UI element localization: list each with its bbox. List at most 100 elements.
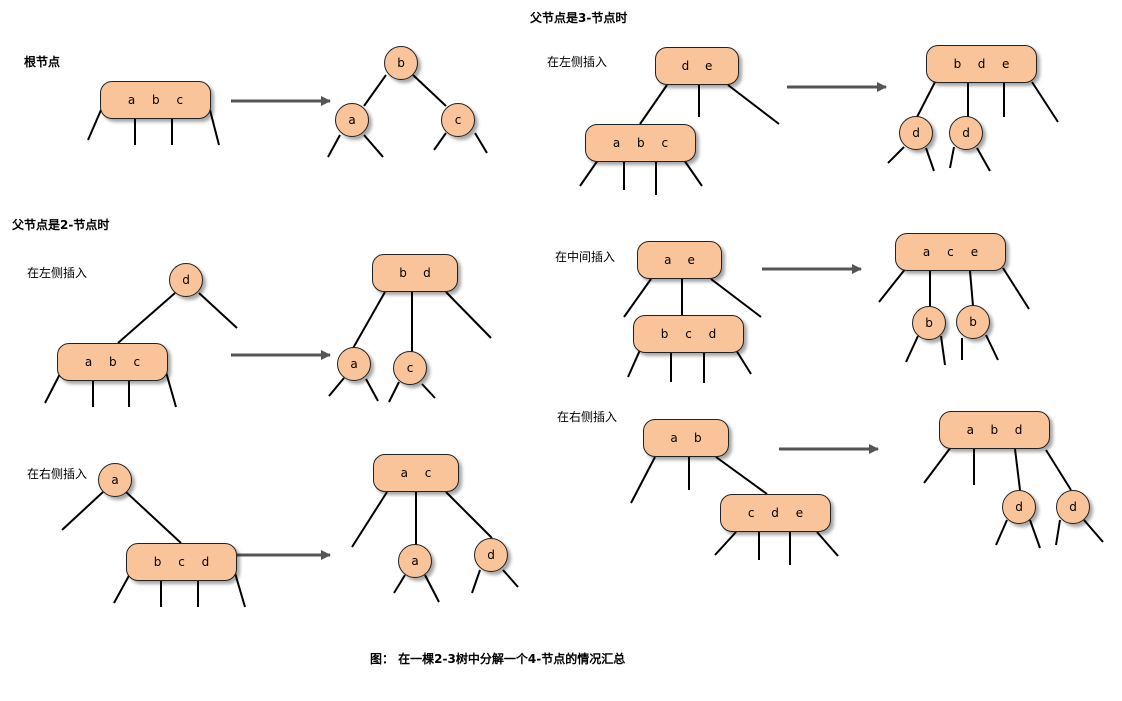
p3-right-after-child1-node: d [1002, 490, 1036, 524]
node-key: b [397, 56, 405, 70]
tree-edge [61, 491, 104, 531]
node-key: e [704, 59, 713, 73]
tree-edge [727, 84, 780, 125]
tree-edge [327, 134, 341, 158]
p3-right-child-node: c d e [720, 494, 831, 532]
label-insert-left-3: 在左侧插入 [547, 55, 608, 69]
tree-edge [351, 291, 386, 351]
figure-caption: 图： 在一棵2-3树中分解一个4-节点的情况汇总 [370, 652, 626, 666]
tree-edge [949, 146, 955, 169]
node-key: b [969, 315, 977, 329]
node-key: c [661, 136, 669, 150]
p2-right-after-right-node: d [474, 538, 508, 572]
node-key: a [922, 245, 931, 259]
tree-edge [393, 574, 406, 594]
tree-edge [328, 377, 345, 397]
tree-edge [471, 569, 481, 594]
node-key: c [454, 113, 462, 127]
tree-edge [1083, 519, 1104, 543]
node-key: d [912, 126, 920, 140]
node-key: a [400, 466, 409, 480]
node-key: c [178, 555, 185, 569]
node-key: a [84, 355, 93, 369]
tree-edge [209, 109, 220, 146]
node-key: d [771, 506, 779, 520]
tree-edge [363, 134, 384, 158]
tree-edge [905, 335, 919, 363]
tree-edge [1014, 448, 1021, 491]
node-key: c [133, 355, 141, 369]
node-key: b [953, 57, 962, 71]
tree-edge [887, 146, 905, 164]
node-key: c [747, 506, 755, 520]
p2-left-child-node: a b c [57, 343, 168, 381]
tree-edge [412, 74, 447, 107]
tree-edge [714, 531, 737, 556]
label-insert-left-2: 在左侧插入 [27, 266, 88, 280]
node-key: d [681, 59, 690, 73]
tree-edge [639, 84, 668, 125]
node-key: e [795, 506, 804, 520]
tree-edge [683, 159, 703, 187]
tree-edge [816, 531, 839, 557]
node-key: a [612, 136, 621, 150]
node-key: a [127, 93, 136, 107]
tree-edge [445, 491, 493, 539]
node-key: d [487, 548, 495, 562]
tree-edge [995, 519, 1008, 546]
tree-edge [388, 381, 400, 403]
tree-edge [165, 371, 177, 408]
root-after-right-node: c [441, 103, 475, 137]
node-key: a [411, 554, 419, 568]
tree-edge [198, 292, 238, 329]
tree-edge [474, 132, 488, 154]
node-key: d [201, 555, 210, 569]
p2-left-after-mid-node: c [393, 351, 427, 385]
p2-left-parent-node: d [169, 263, 203, 297]
node-key: d [1069, 500, 1077, 514]
tree-edge [1029, 519, 1041, 549]
node-key: c [947, 245, 954, 259]
tree-edge [627, 349, 641, 378]
tree-edge [579, 159, 599, 187]
node-key: e [687, 253, 695, 267]
tree-edge [117, 292, 176, 344]
tree-edge [421, 383, 436, 399]
tree-edge [365, 378, 379, 402]
tree-edge [630, 456, 656, 504]
tree-edge [623, 278, 652, 318]
label-insert-mid-3: 在中间插入 [555, 250, 616, 264]
p3-mid-after-child1-node: b [912, 306, 946, 340]
node-key: b [990, 423, 999, 437]
tree-edge [1002, 267, 1030, 310]
label-insert-right-2: 在右侧插入 [27, 467, 88, 481]
node-key: d [708, 327, 717, 341]
tree-edge [234, 572, 246, 608]
node-key: d [1014, 423, 1023, 437]
tree-edge [433, 132, 447, 151]
node-key: c [406, 361, 414, 375]
node-key: a [348, 113, 356, 127]
tree-edge [1031, 81, 1059, 123]
tree-edge [969, 270, 974, 307]
tree-edge [940, 335, 946, 366]
root-after-top-node: b [384, 46, 418, 80]
node-key: b [637, 136, 645, 150]
node-key: b [109, 355, 117, 369]
p3-left-after-child1-node: d [899, 116, 933, 150]
p3-mid-after-child2-node: b [956, 305, 990, 339]
node-key: b [152, 93, 160, 107]
node-key: c [424, 466, 432, 480]
tree-edge [351, 491, 388, 548]
tree-edge [502, 569, 519, 588]
node-key: e [1001, 57, 1010, 71]
tree-edge [1055, 519, 1061, 546]
p3-right-after-child2-node: d [1056, 490, 1090, 524]
tree-edge [923, 446, 952, 484]
